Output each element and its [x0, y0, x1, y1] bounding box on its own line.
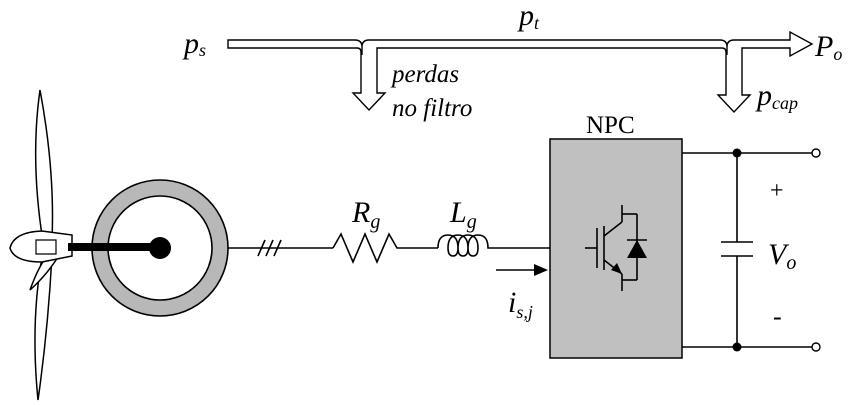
- current-label: is,j: [508, 286, 533, 322]
- filter-loss-label-1: perdas: [390, 61, 459, 88]
- grid-side-wiring: [228, 239, 333, 257]
- dc-link-wiring: [682, 148, 821, 352]
- filter-loss-label-2: no filtro: [392, 95, 472, 122]
- current-arrow: [496, 264, 548, 276]
- output-power-label: Po: [814, 30, 842, 64]
- capacitor-icon: [721, 241, 753, 257]
- npc-converter-block: [549, 138, 683, 359]
- minus-terminal-label: -: [773, 302, 782, 331]
- source-power-label: ps: [182, 27, 206, 60]
- through-power-label: pt: [517, 0, 540, 33]
- capacitor-power-label: pcap: [755, 79, 798, 113]
- generator-icon: [68, 179, 229, 317]
- inductor-symbol: [437, 234, 550, 257]
- npc-label: NPC: [586, 112, 635, 139]
- main-power-arrow: [227, 30, 814, 114]
- resistor-symbol: [332, 231, 438, 265]
- voltage-label: Vo: [768, 238, 796, 274]
- igbt-icon: [585, 205, 623, 291]
- diode-icon: [622, 213, 647, 281]
- inductor-label: Lg: [449, 196, 477, 233]
- power-flow-arrows: [227, 30, 814, 114]
- plus-terminal-label: +: [770, 178, 784, 204]
- resistor-label: Rg: [351, 196, 380, 233]
